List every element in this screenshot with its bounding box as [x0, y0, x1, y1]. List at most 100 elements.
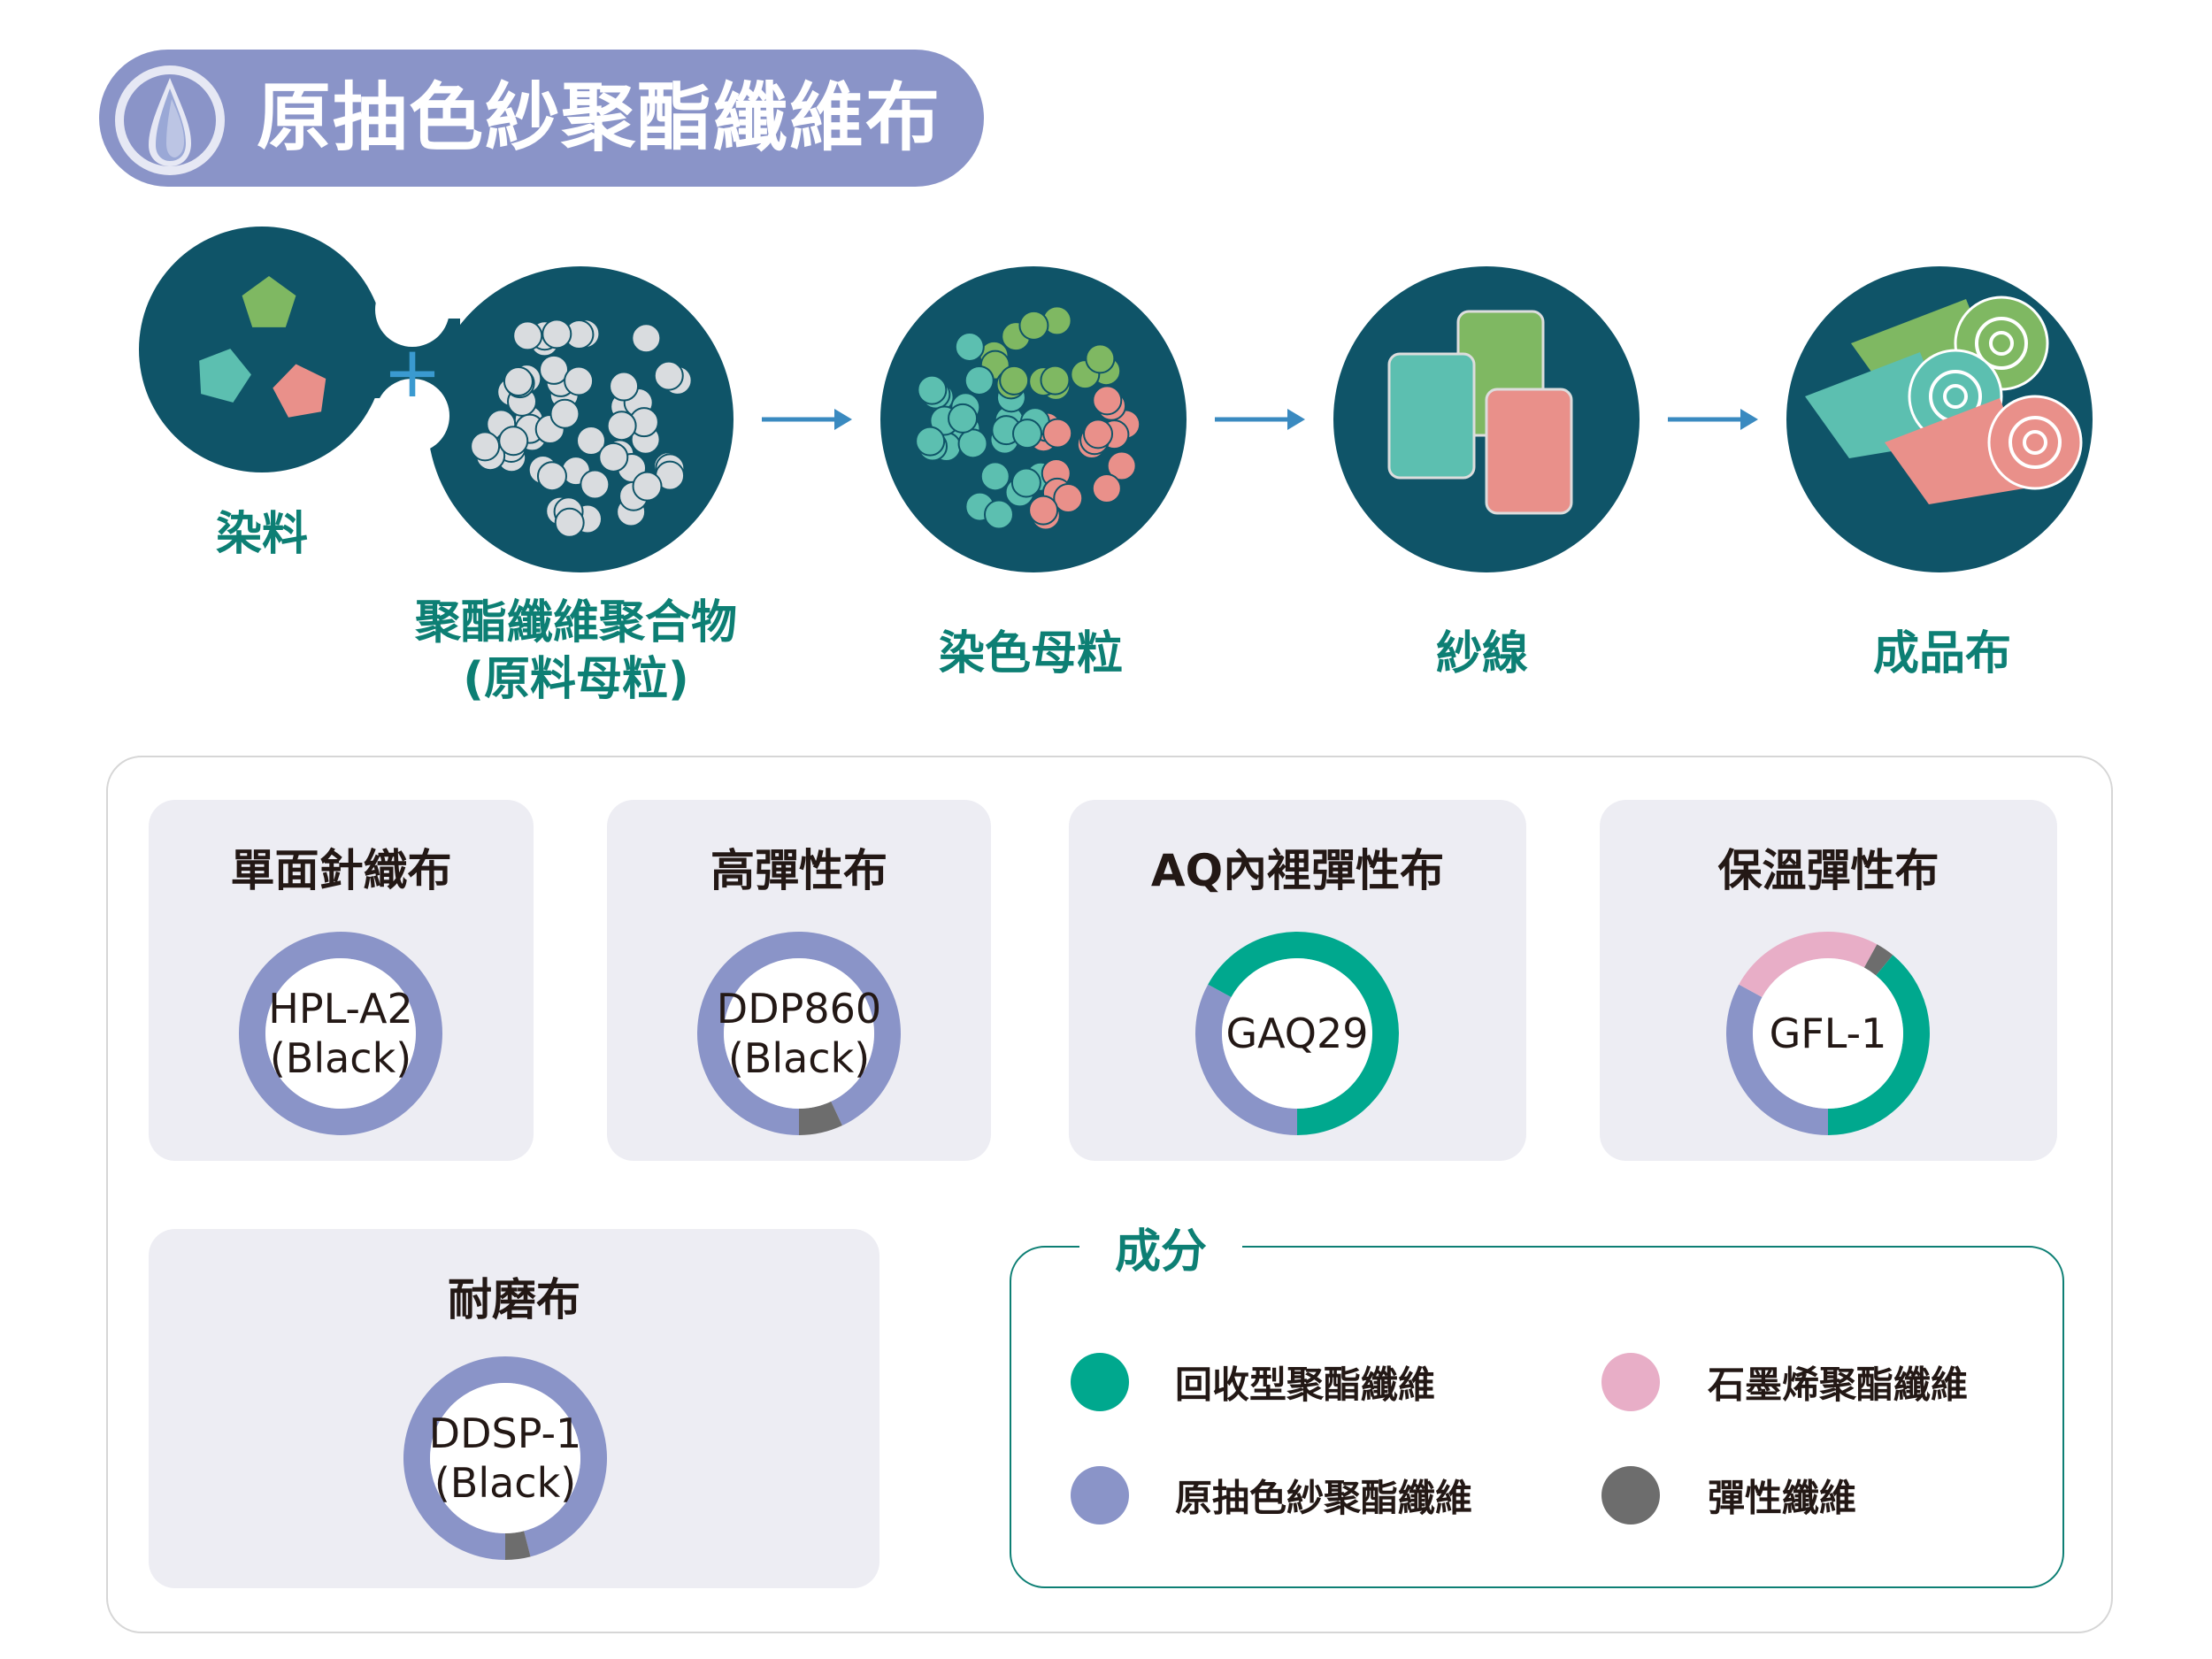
- product-code-label: DDSP-1(Black): [429, 1409, 582, 1508]
- polymer-pellet: [539, 354, 570, 385]
- masterbatch-pellet: [1018, 310, 1049, 341]
- water-drop-icon: [115, 65, 225, 175]
- legend-swatch-elastic: [1601, 1466, 1660, 1525]
- polymer-pellet: [470, 431, 501, 462]
- polymer-pellet: [598, 442, 629, 472]
- product-variant: (Black): [269, 1034, 412, 1082]
- legend-box: [1010, 1246, 2064, 1588]
- donut-segment-elastic: [1863, 944, 1893, 976]
- plus-icon: +: [382, 331, 442, 413]
- legend-swatch-recycled: [1071, 1353, 1129, 1411]
- step-label-masterbatch: 染色母粒: [938, 627, 1124, 680]
- step-label-dye: 染料: [215, 508, 309, 561]
- donut-segment-recycled: [1828, 955, 1930, 1135]
- polymer-pellet: [631, 323, 662, 354]
- masterbatch-pellet: [1091, 473, 1122, 504]
- polymer-pellet: [503, 366, 534, 397]
- masterbatch-pellet: [954, 331, 985, 362]
- donut-hole: [724, 958, 874, 1109]
- yarn-spool-icon: [1485, 388, 1573, 515]
- masterbatch-pellet: [1010, 467, 1041, 498]
- polymer-pellet: [580, 469, 611, 500]
- product-code-label: DDP860(Black): [717, 984, 881, 1083]
- polymer-pellet: [549, 398, 580, 429]
- product-variant: (Black): [434, 1459, 577, 1507]
- polymer-pellet: [498, 426, 529, 457]
- product-code: DDP860: [716, 985, 882, 1033]
- step-label-yarn: 紗線: [1435, 627, 1529, 680]
- product-card: 高彈性布 DDP860(Black): [607, 800, 991, 1161]
- donut-segment-elastic: [799, 1101, 842, 1135]
- legend-label-dope-dyed: 原抽色紗聚酯纖維: [1175, 1476, 1473, 1520]
- polymer-pellet: [609, 371, 640, 402]
- product-card: 保溫彈性布 GFL-1: [1600, 800, 2057, 1161]
- fabric-roll-icon: [1987, 395, 2083, 490]
- arrow-head: [1287, 409, 1305, 430]
- page-title: 原抽色紗聚酯纖維布: [257, 74, 942, 161]
- roll-spiral: [2008, 416, 2062, 469]
- product-title: 單面針織布: [230, 845, 452, 896]
- polymer-pellet: [632, 471, 663, 502]
- donut-segment-elastic: [505, 1531, 531, 1560]
- polymer-pellet: [576, 426, 607, 457]
- legend-label-recycled: 回收型聚酯纖維: [1175, 1363, 1436, 1407]
- masterbatch-pellet: [999, 365, 1030, 396]
- polymer-pellet: [554, 507, 585, 538]
- dye-pentagon-icon: [242, 276, 296, 327]
- masterbatch-pellet: [1083, 419, 1114, 449]
- product-title: 保溫彈性布: [1717, 845, 1939, 896]
- masterbatch-pellet: [957, 428, 988, 459]
- masterbatch-pellet: [1106, 450, 1137, 481]
- product-variant: (Black): [727, 1034, 871, 1082]
- composition-donut: [1726, 932, 1930, 1135]
- roll-spiral: [1989, 331, 2014, 356]
- yarn-spool-icon: [1387, 352, 1476, 480]
- donut-hole: [1753, 958, 1903, 1109]
- masterbatch-pellet: [1028, 495, 1059, 526]
- roll-spiral: [1975, 317, 2028, 370]
- legend-title: 成分: [1079, 1214, 1243, 1280]
- step-label-polymer-sub: (原料母粒): [463, 653, 689, 706]
- product-card: 耐磨布 DDSP-1(Black): [149, 1229, 879, 1588]
- polymer-pellet: [541, 319, 572, 349]
- composition-donut: [403, 1356, 607, 1560]
- masterbatch-pellet: [1092, 385, 1123, 416]
- product-card: AQ內裡彈性布 GAQ29: [1069, 800, 1526, 1161]
- product-title: 高彈性布: [710, 845, 887, 896]
- product-code: HPL-A2: [268, 985, 413, 1033]
- polymer-pellet: [536, 461, 567, 492]
- donut-segment-graphene: [1739, 932, 1878, 998]
- masterbatch-pellet: [915, 426, 946, 457]
- polymer-pellet: [653, 360, 684, 391]
- process-diagram: +: [139, 227, 2093, 572]
- donut-hole: [1222, 958, 1372, 1109]
- masterbatch-pellet: [1012, 419, 1043, 449]
- masterbatch-pellet: [983, 499, 1014, 530]
- dye-pentagon-icon: [199, 349, 251, 403]
- product-code: GFL-1: [1769, 1010, 1887, 1057]
- masterbatch-pellet: [964, 365, 995, 396]
- donut-segment-dope_dyed: [1195, 984, 1297, 1135]
- masterbatch-pellet: [979, 461, 1010, 492]
- product-code-label: GAQ29: [1225, 1009, 1368, 1058]
- product-title: AQ內裡彈性布: [1150, 845, 1445, 896]
- donut-hole: [430, 1383, 580, 1533]
- legend-swatch-graphene: [1601, 1353, 1660, 1411]
- arrow-head: [834, 409, 852, 430]
- masterbatch-pellet: [1042, 418, 1073, 449]
- legend-label-elastic: 彈性纖維: [1708, 1476, 1857, 1520]
- roll-spiral: [1943, 384, 1968, 409]
- masterbatch-pellet: [948, 403, 979, 434]
- masterbatch-pellet: [1085, 343, 1116, 374]
- step-label-fabric: 成品布: [1872, 627, 2012, 680]
- connector-gap: [375, 379, 449, 453]
- products-panel: [106, 756, 2113, 1633]
- roll-spiral: [2023, 430, 2047, 455]
- donut-segment-dope_dyed: [239, 932, 442, 1135]
- composition-donut: [1195, 932, 1399, 1135]
- masterbatch-pellet: [1040, 365, 1071, 396]
- masterbatch-pellet: [917, 374, 948, 405]
- legend-swatch-dope-dyed: [1071, 1466, 1129, 1525]
- product-code: GAQ29: [1225, 1010, 1369, 1057]
- title-banner: [99, 50, 984, 187]
